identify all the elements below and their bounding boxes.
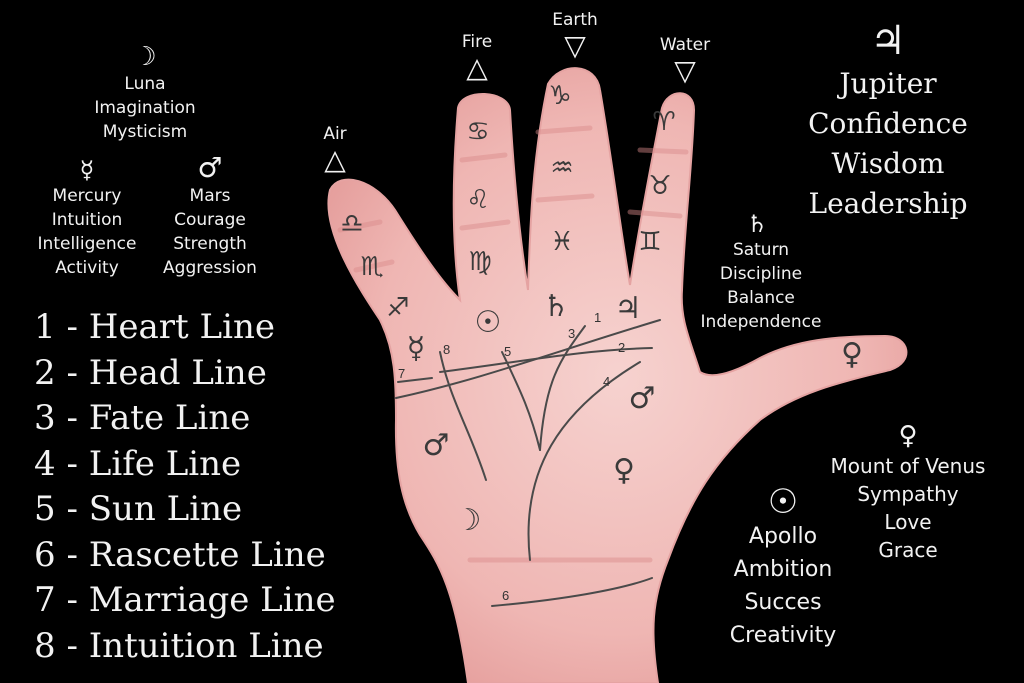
venus-block: ♀ Mount of Venus Sympathy Love Grace bbox=[812, 420, 1004, 564]
legend-item: 5 - Sun Line bbox=[34, 489, 243, 529]
apollo-block: ☉ Apollo Ambition Succes Creativity bbox=[708, 484, 858, 652]
venus-icon: ♀ bbox=[841, 337, 863, 372]
mercury-icon: ☿ bbox=[79, 156, 95, 184]
mercury-block: ☿ Mercury Intuition Intelligence Activit… bbox=[22, 156, 152, 280]
hand-line-number: 4 bbox=[603, 374, 610, 389]
hand-line-number: 7 bbox=[398, 366, 405, 381]
water-label: Water ▽ bbox=[650, 33, 720, 85]
leo-icon: ♌ bbox=[466, 185, 489, 215]
legend-item: 1 - Heart Line bbox=[34, 307, 275, 347]
cancer-icon: ♋ bbox=[466, 117, 489, 147]
legend-item: 8 - Intuition Line bbox=[34, 625, 324, 666]
hand-line-number: 3 bbox=[568, 326, 575, 341]
mars-icon: ♂ bbox=[629, 381, 656, 416]
jupiter-block: ♃ Jupiter Confidence Wisdom Leadership bbox=[790, 18, 986, 224]
sagittarius-icon: ♐ bbox=[386, 293, 409, 323]
fire-triangle-icon: △ bbox=[466, 51, 488, 84]
fire-label: Fire △ bbox=[450, 30, 504, 82]
libra-icon: ♎ bbox=[340, 209, 363, 239]
hand-line-number: 6 bbox=[502, 588, 509, 603]
palm-lines bbox=[395, 319, 661, 607]
gemini-icon: ♊ bbox=[638, 227, 661, 257]
saturn-block: ♄ Saturn Discipline Balance Independence bbox=[686, 210, 836, 334]
mercury-icon: ☿ bbox=[407, 331, 425, 366]
saturn-icon: ♄ bbox=[746, 210, 768, 238]
pisces-icon: ♓ bbox=[550, 227, 573, 257]
jupiter-icon: ♃ bbox=[870, 18, 906, 64]
earth-label: Earth ▽ bbox=[543, 8, 607, 60]
saturn-icon: ♄ bbox=[543, 289, 570, 324]
virgo-icon: ♍ bbox=[468, 247, 491, 277]
capricorn-icon: ♑ bbox=[548, 81, 571, 111]
luna-block: ☽ Luna Imagination Mysticism bbox=[80, 42, 210, 144]
venus-icon: ♀ bbox=[613, 453, 635, 488]
hand-line-number: 8 bbox=[443, 342, 450, 357]
aquarius-icon: ♒ bbox=[550, 153, 573, 183]
sun-icon: ☉ bbox=[767, 482, 799, 522]
hand-line-number: 2 bbox=[618, 340, 625, 355]
palm-lines-legend: 1 - Heart Line 2 - Head Line 3 - Fate Li… bbox=[34, 305, 336, 669]
mars-icon: ♂ bbox=[423, 428, 450, 463]
venus-icon: ♀ bbox=[898, 421, 918, 451]
moon-icon: ☽ bbox=[455, 503, 482, 538]
legend-item: 6 - Rascette Line bbox=[34, 534, 326, 575]
legend-item: 3 - Fate Line bbox=[34, 398, 251, 438]
hand-line-number: 5 bbox=[504, 344, 511, 359]
taurus-icon: ♉ bbox=[648, 171, 671, 201]
mars-block: ♂ Mars Courage Strength Aggression bbox=[150, 152, 270, 280]
air-label: Air △ bbox=[310, 122, 360, 174]
sun-icon: ☉ bbox=[475, 305, 502, 340]
jupiter-icon: ♃ bbox=[615, 291, 642, 326]
water-triangle-icon: ▽ bbox=[674, 54, 696, 87]
aries-icon: ♈ bbox=[652, 107, 675, 137]
legend-item: 7 - Marriage Line bbox=[34, 580, 336, 620]
mars-icon: ♂ bbox=[197, 151, 223, 184]
moon-icon: ☽ bbox=[133, 42, 157, 72]
hand-line-number: 1 bbox=[594, 310, 601, 325]
legend-item: 2 - Head Line bbox=[34, 352, 267, 393]
earth-triangle-icon: ▽ bbox=[564, 29, 586, 62]
air-triangle-icon: △ bbox=[324, 143, 346, 176]
legend-item: 4 - Life Line bbox=[34, 443, 242, 484]
scorpio-icon: ♏ bbox=[360, 252, 383, 282]
